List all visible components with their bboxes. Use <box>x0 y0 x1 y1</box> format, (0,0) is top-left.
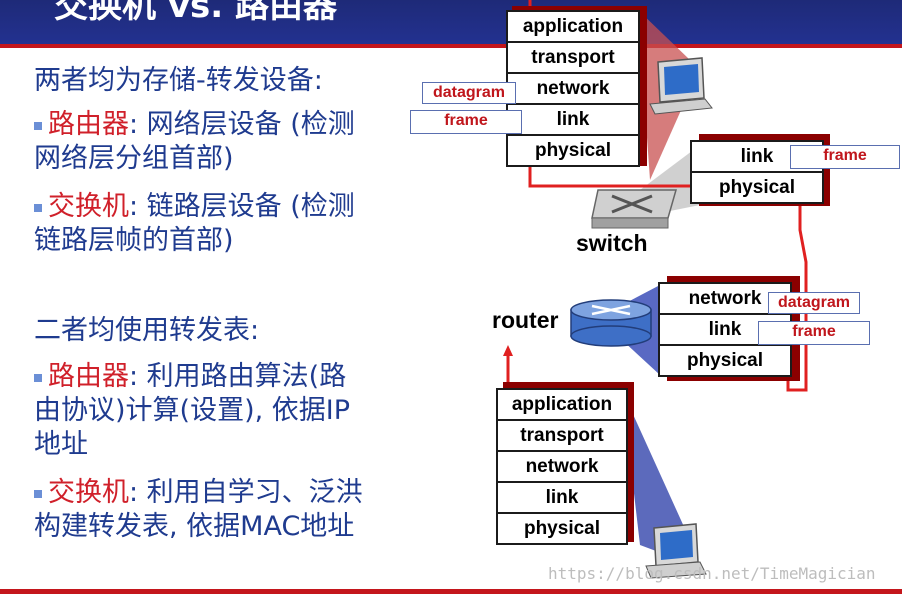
switch-desc: : 链路层设备 (检测 <box>129 191 355 222</box>
router-icon <box>570 299 652 347</box>
layer-network: network <box>660 284 790 315</box>
router-label-2: 路由器 <box>48 361 129 392</box>
arrowhead-icon <box>503 345 513 356</box>
bullet-icon <box>34 121 42 130</box>
layer-physical: physical <box>718 177 796 198</box>
bullet-icon <box>34 489 42 498</box>
layer-link: link <box>498 483 626 514</box>
router-label: router <box>492 307 559 333</box>
frame-tag: frame <box>410 110 522 134</box>
desktop-computer-icon <box>645 523 707 579</box>
layer-application: application <box>498 390 626 421</box>
router-desc-cont: 网络层分组首部) <box>34 143 234 174</box>
router-bullet-2: 路由器: 利用路由算法(路 <box>34 360 346 394</box>
bottom-bar <box>0 589 902 594</box>
frame-tag: frame <box>790 145 900 169</box>
switch-label: switch <box>576 230 648 256</box>
layer-physical: physical <box>523 518 601 539</box>
layer-physical: physical <box>686 350 764 371</box>
switch-desc-2-cont: 构建转发表, 依据MAC地址 <box>34 511 355 542</box>
bullet-icon <box>34 373 42 382</box>
router-bullet-1: 路由器: 网络层设备 (检测 <box>34 108 355 142</box>
bottom-host-wedge <box>622 390 690 560</box>
layer-link: link <box>660 315 790 346</box>
layer-transport: transport <box>498 421 626 452</box>
switch-icon <box>591 189 677 229</box>
layer-link: link <box>508 105 638 136</box>
bullet-icon <box>34 203 42 212</box>
layer-transport: transport <box>508 43 638 74</box>
layer-physical: physical <box>534 140 612 161</box>
switch-bullet-1: 交换机: 链路层设备 (检测 <box>34 190 355 224</box>
watermark: https://blog.csdn.net/TimeMagician <box>548 564 876 583</box>
top-host-stack: application transport network link physi… <box>506 10 640 167</box>
router-label: 路由器 <box>48 109 129 140</box>
title-underline <box>0 44 902 48</box>
router-desc-2: : 利用路由算法(路 <box>129 361 347 392</box>
title-banner: 交换机 vs. 路由器 <box>0 0 902 44</box>
switch-label: 交换机 <box>48 191 129 222</box>
switch-bullet-2: 交换机: 利用自学习、泛洪 <box>34 476 363 510</box>
switch-desc-2: : 利用自学习、泛洪 <box>129 477 363 508</box>
frame-tag: frame <box>758 321 870 345</box>
datagram-tag: datagram <box>768 292 860 314</box>
layer-network: network <box>508 74 638 105</box>
switch-label-2: 交换机 <box>48 477 129 508</box>
desktop-computer-icon <box>649 57 713 115</box>
layer-application: application <box>508 12 638 43</box>
router-desc: : 网络层设备 (检测 <box>129 109 355 140</box>
router-desc-2-cont1: 由协议)计算(设置), 依据IP <box>34 395 351 426</box>
bottom-host-stack: application transport network link physi… <box>496 388 628 545</box>
layer-link: link <box>692 142 822 173</box>
text-store-forward: 两者均为存储-转发设备: <box>34 65 323 96</box>
switch-stack: link physical <box>690 140 824 204</box>
router-desc-2-cont2: 地址 <box>34 429 88 460</box>
layer-network: network <box>498 452 626 483</box>
switch-desc-cont: 链路层帧的首部) <box>34 225 234 256</box>
text-forwarding-table: 二者均使用转发表: <box>34 315 260 346</box>
datagram-tag: datagram <box>422 82 516 104</box>
slide-title: 交换机 vs. 路由器 <box>54 0 337 26</box>
